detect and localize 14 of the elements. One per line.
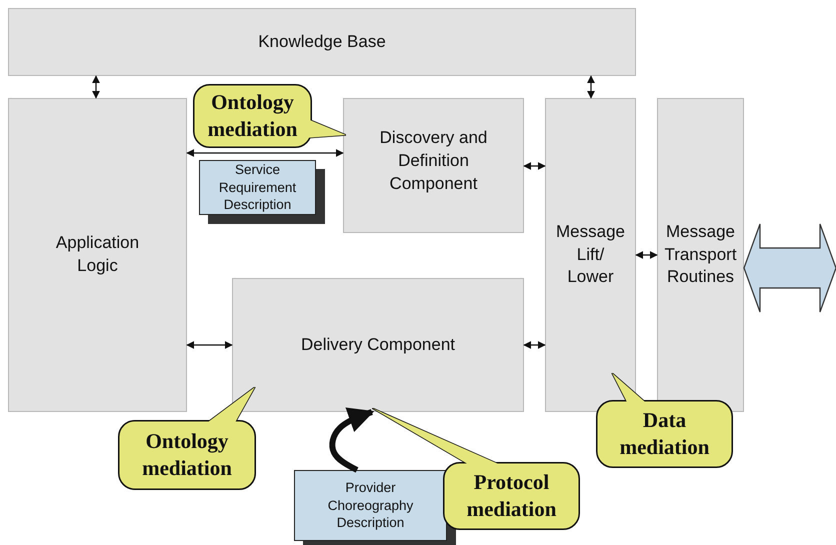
double-arrow: [186, 149, 344, 157]
component-box: Delivery Component: [232, 278, 524, 412]
component-box: Knowledge Base: [8, 8, 636, 76]
component-box: Application Logic: [8, 98, 187, 412]
double-arrow: [92, 75, 100, 99]
component-box: Message Transport Routines: [657, 98, 744, 412]
double-arrow: [635, 251, 658, 259]
component-box: Message Lift/ Lower: [545, 98, 636, 412]
double-block-arrow: [743, 223, 836, 313]
double-arrow: [587, 75, 595, 99]
component-box: Discovery and Definition Component: [343, 98, 524, 233]
double-arrow: [523, 162, 546, 170]
double-arrow: [523, 341, 546, 349]
double-arrow: [186, 341, 233, 349]
